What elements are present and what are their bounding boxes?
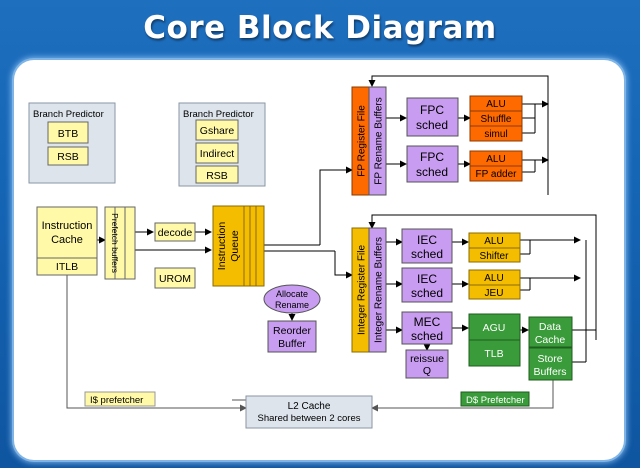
fp-rename-buffers-label: FP Rename Buffers: [374, 97, 385, 184]
rsb-label-2: RSB: [206, 170, 228, 182]
gshare-box: [195, 119, 239, 141]
indirect-box: [195, 142, 239, 164]
instruction-queue-line1: Instruction: [216, 222, 228, 271]
fpc-sched-2-line2: sched: [416, 165, 448, 179]
fp-rename-buffers: FP Rename Buffers: [368, 86, 387, 196]
fp-units-1: ALU Shuffle simul: [469, 95, 523, 142]
branch-predictor-1: Branch Predictor BTB RSB: [28, 102, 116, 184]
instruction-queue: Instruction Queue: [212, 205, 265, 287]
agu-label: AGU: [483, 322, 506, 334]
int-alu-2: ALU: [484, 273, 503, 284]
d-prefetcher: D$ Prefetcher: [460, 391, 530, 407]
data-cache-line1: Data: [539, 321, 561, 333]
reissue-q: reissue Q: [405, 349, 449, 379]
reissue-line1: reissue: [410, 353, 444, 365]
d-prefetcher-label: D$ Prefetcher: [466, 395, 525, 406]
branch-predictor-1-label: Branch Predictor: [33, 109, 104, 120]
l2-cache: L2 Cache Shared between 2 cores: [245, 395, 373, 429]
rsb-box-2: [195, 165, 239, 184]
connections: [97, 75, 597, 363]
fp-units-2: ALU FP adder: [469, 150, 523, 182]
instruction-queue-line2: Queue: [229, 230, 241, 262]
agu-tlb: AGU TLB: [468, 313, 521, 367]
urom: UROM: [154, 267, 196, 289]
instruction-cache: Instruction Cache ITLB: [36, 206, 98, 276]
btb-box: [47, 121, 89, 144]
reorder-line1: Reorder: [273, 325, 311, 337]
int-units-1: ALU Shifter: [468, 232, 521, 263]
decode-label: decode: [158, 227, 193, 239]
store-buffers: Store Buffers: [528, 347, 573, 381]
iec-sched-1: IEC sched: [401, 228, 453, 264]
i-prefetcher: I$ prefetcher: [84, 391, 156, 407]
int-alu-1: ALU: [484, 236, 503, 247]
fp-simul: simul: [484, 129, 507, 140]
instruction-cache-line2: Cache: [51, 234, 83, 246]
store-buffers-line2: Buffers: [533, 366, 566, 378]
int-units-2: ALU JEU: [468, 269, 521, 300]
allocate-rename: Allocate Rename: [263, 284, 321, 314]
instruction-cache-line1: Instruction: [42, 220, 93, 232]
integer-rename-buffers: Integer Rename Buffers: [368, 227, 387, 353]
int-shifter: Shifter: [480, 251, 510, 262]
mec-sched: MEC sched: [401, 311, 453, 345]
integer-register-file-label: Integer Register File: [357, 245, 368, 335]
data-cache: Data Cache: [528, 316, 573, 348]
fpc-sched-1: FPC sched: [406, 97, 459, 137]
fp-register-file: FP Register File: [351, 86, 370, 196]
btb-label: BTB: [58, 128, 78, 140]
l2-cache-line1: L2 Cache: [288, 401, 331, 412]
fpc-sched-2-line1: FPC: [420, 150, 444, 164]
store-buffers-line1: Store: [537, 353, 562, 365]
fp-alu-1: ALU: [486, 99, 505, 110]
fpc-sched-1-line1: FPC: [420, 103, 444, 117]
tlb-label: TLB: [484, 348, 503, 360]
fp-shuffle: Shuffle: [481, 114, 512, 125]
iec-sched-2: IEC sched: [401, 267, 453, 303]
l2-cache-line2: Shared between 2 cores: [258, 413, 361, 424]
itlb-label: ITLB: [56, 261, 78, 273]
int-jeu: JEU: [485, 288, 504, 299]
branch-predictor-2-label: Branch Predictor: [183, 109, 254, 120]
rsb-box-1: [47, 146, 89, 166]
iec-sched-2-line2: sched: [411, 286, 443, 300]
fp-register-file-label: FP Register File: [357, 105, 368, 177]
integer-rename-buffers-label: Integer Rename Buffers: [374, 237, 385, 343]
reissue-line2: Q: [423, 365, 431, 377]
allocate-line1: Allocate: [276, 289, 308, 299]
allocate-line2: Rename: [275, 300, 309, 310]
prefetch-buffers-label: Prefetch buffers: [110, 213, 120, 273]
branch-predictor-2: Branch Predictor Gshare Indirect RSB: [178, 102, 266, 187]
iec-sched-1-line2: sched: [411, 247, 443, 261]
reorder-buffer: Reorder Buffer: [267, 320, 317, 353]
urom-label: UROM: [159, 273, 191, 285]
data-cache-line2: Cache: [535, 334, 566, 346]
page-title: Core Block Diagram: [143, 10, 497, 46]
iec-sched-2-line1: IEC: [417, 272, 437, 286]
mec-sched-line2: sched: [411, 329, 443, 343]
reorder-line2: Buffer: [278, 338, 306, 350]
decode: decode: [154, 222, 196, 242]
gshare-label: Gshare: [200, 125, 235, 137]
fp-alu-2: ALU: [486, 154, 505, 165]
fp-adder: FP adder: [476, 169, 518, 180]
mec-sched-line1: MEC: [414, 315, 441, 329]
rsb-label-1: RSB: [57, 151, 79, 163]
fpc-sched-1-line2: sched: [416, 118, 448, 132]
indirect-label: Indirect: [200, 148, 235, 160]
prefetch-buffers: Prefetch buffers: [104, 206, 136, 280]
i-prefetcher-label: I$ prefetcher: [90, 395, 143, 406]
fpc-sched-2: FPC sched: [406, 145, 459, 183]
prefetch-paths: [66, 275, 554, 412]
integer-register-file: Integer Register File: [351, 227, 370, 353]
iec-sched-1-line1: IEC: [417, 233, 437, 247]
